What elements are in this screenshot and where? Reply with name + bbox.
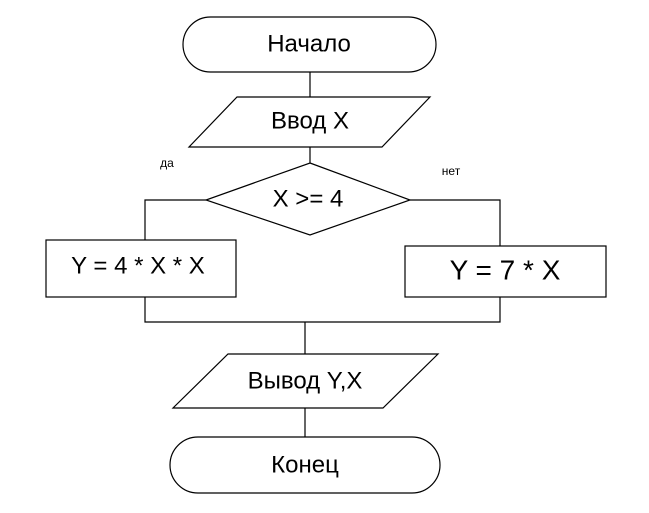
input-parallelogram: [187, 96, 432, 148]
start-terminator: [182, 16, 437, 73]
input-label: Ввод X: [271, 108, 349, 135]
connector-yes-branch: [144, 199, 206, 240]
end-terminator: [169, 436, 441, 494]
connector-yes-merge: [144, 297, 501, 323]
output-parallelogram: [171, 353, 440, 409]
start-label: Начало: [267, 31, 351, 58]
output-label: Вывод Y,X: [248, 368, 363, 395]
decision-diamond: [204, 162, 412, 236]
yes-branch-label: Y = 4 * X * X: [71, 253, 205, 280]
decision-label: X >= 4: [273, 186, 344, 213]
yes-label: да: [160, 156, 174, 170]
no-branch-process: [404, 245, 607, 298]
no-label: нет: [442, 164, 461, 178]
yes-branch-process: [45, 239, 237, 298]
connector-no-branch: [410, 199, 501, 246]
no-branch-label: Y = 7 * X: [450, 255, 561, 286]
end-label: Конец: [271, 452, 339, 479]
